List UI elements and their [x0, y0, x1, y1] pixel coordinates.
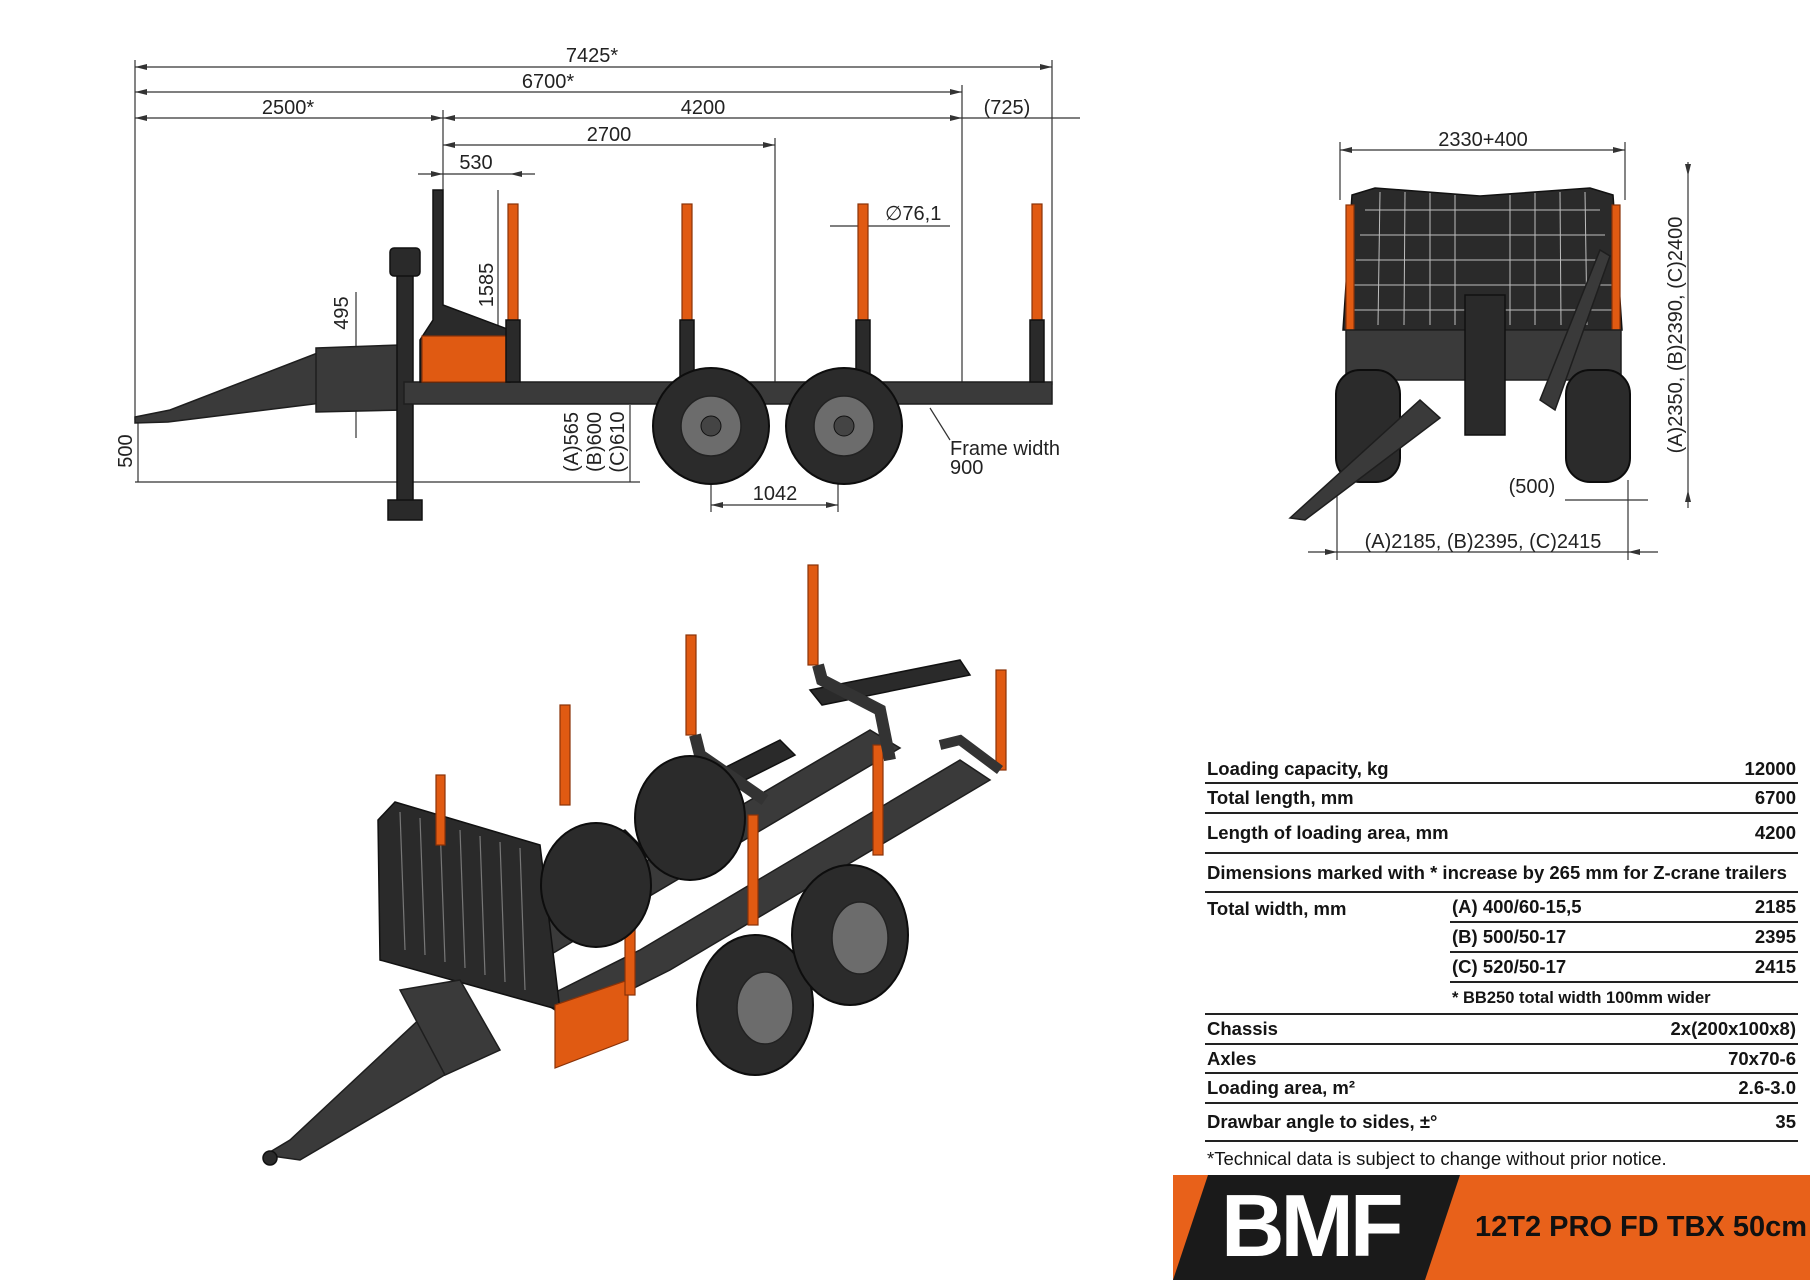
spec-value: 70x70-6: [1728, 1047, 1796, 1069]
dim-front-height: 1585: [476, 263, 498, 308]
dim-loading-length: 4200: [681, 97, 726, 119]
spec-row-chassis: Chassis 2x(200x100x8): [1205, 1015, 1798, 1045]
width-value: 2395: [1754, 926, 1796, 947]
spec-label: Loading area, m²: [1207, 1077, 1356, 1098]
dim-frame-height-b: (B)600: [584, 412, 606, 472]
dim-axle-spacing: 1042: [753, 483, 798, 505]
dim-front-offset: 530: [459, 152, 492, 174]
spec-row-total-length: Total length, mm 6700: [1205, 784, 1798, 814]
spec-label: Total length, mm: [1207, 787, 1354, 808]
spec-note: Dimensions marked with * increase by 265…: [1207, 861, 1787, 883]
width-option: (A) 400/60-15,5 2185: [1450, 893, 1798, 923]
isometric-view: [262, 564, 1007, 1166]
brand-banner-background: [1173, 1175, 1810, 1280]
dim-bunk-spacing: 2700: [587, 124, 632, 146]
banner-logo-panel: [1173, 1175, 1460, 1280]
dim-drawbar-length: 2500*: [262, 97, 314, 119]
model-name: 12T2 PRO FD TBX 50cm: [1475, 1211, 1807, 1243]
spec-label: Chassis: [1207, 1018, 1278, 1039]
spec-value: 2x(200x100x8): [1670, 1018, 1797, 1039]
dim-frame-height-c: (C)610: [607, 411, 629, 472]
dim-rear-height: (A)2350, (B)2390, (C)2400: [1665, 217, 1687, 454]
spec-row-loading-capacity: Loading capacity, kg 12000: [1205, 755, 1798, 784]
side-view-dimensions: 7425* 6700* 2500* 4200 (725) 2700 530 ∅7…: [115, 45, 1080, 512]
tire-size: (A) 400/60-15,5: [1452, 896, 1582, 917]
spec-row-loading-area-length: Length of loading area, mm 4200: [1205, 814, 1798, 854]
total-width-options: (A) 400/60-15,5 2185 (B) 500/50-17 2395 …: [1450, 893, 1798, 1013]
spec-row-drawbar-angle: Drawbar angle to sides, ±° 35: [1205, 1104, 1798, 1142]
spec-row-loading-area: Loading area, m² 2.6-3.0: [1205, 1074, 1798, 1104]
disclaimer: *Technical data is subject to change wit…: [1207, 1148, 1667, 1169]
dim-tire-spacing: (500): [1509, 476, 1556, 498]
spec-value: 35: [1775, 1111, 1796, 1132]
rear-view-trailer: [1288, 187, 1631, 521]
tire-size: (B) 500/50-17: [1452, 926, 1567, 947]
spec-label: Axles: [1207, 1047, 1257, 1069]
width-option-note: * BB250 total width 100mm wider: [1450, 983, 1798, 1013]
spec-value: 2.6-3.0: [1738, 1077, 1796, 1098]
side-view-trailer: [134, 189, 1053, 521]
spec-label: Loading capacity, kg: [1207, 757, 1389, 779]
spec-value: 12000: [1744, 757, 1796, 779]
dim-total-width: (A)2185, (B)2395, (C)2415: [1365, 531, 1602, 553]
spec-row-total-width: Total width, mm (A) 400/60-15,5 2185 (B)…: [1205, 893, 1798, 1015]
dim-frame-height-a: (A)565: [561, 412, 583, 472]
bmf-logo: BMF: [1221, 1176, 1404, 1275]
spec-label: Total width, mm: [1207, 898, 1347, 919]
dim-drawbar-height: 495: [331, 296, 353, 329]
spec-row-axles: Axles 70x70-6: [1205, 1045, 1798, 1074]
dim-grille-width: 2330+400: [1438, 129, 1528, 151]
dim-overall-length: 7425*: [566, 45, 618, 67]
width-option: (B) 500/50-17 2395: [1450, 923, 1798, 953]
dim-rear-overhang: (725): [984, 97, 1031, 119]
spec-label: Drawbar angle to sides, ±°: [1207, 1111, 1438, 1132]
spec-value: 4200: [1754, 822, 1796, 843]
spec-label: Length of loading area, mm: [1207, 822, 1449, 843]
frame-width-label: Frame width: [950, 438, 1060, 460]
brand-banner: BMF 12T2 PRO FD TBX 50cm: [1173, 1175, 1810, 1280]
tire-size: (C) 520/50-17: [1452, 956, 1567, 977]
width-value: 2185: [1754, 896, 1796, 917]
spec-table: Loading capacity, kg 12000 Total length,…: [1205, 755, 1798, 1170]
bb250-note: * BB250 total width 100mm wider: [1452, 988, 1711, 1007]
width-value: 2415: [1754, 956, 1796, 977]
dim-stake-diameter: ∅76,1: [885, 203, 941, 225]
spec-row-z-crane-note: Dimensions marked with * increase by 265…: [1205, 854, 1798, 893]
width-option: (C) 520/50-17 2415: [1450, 953, 1798, 983]
dim-ground-clearance: 500: [115, 434, 137, 467]
frame-width-value: 900: [950, 457, 983, 479]
dim-total-length: 6700*: [522, 71, 574, 93]
spec-value: 6700: [1754, 787, 1796, 808]
